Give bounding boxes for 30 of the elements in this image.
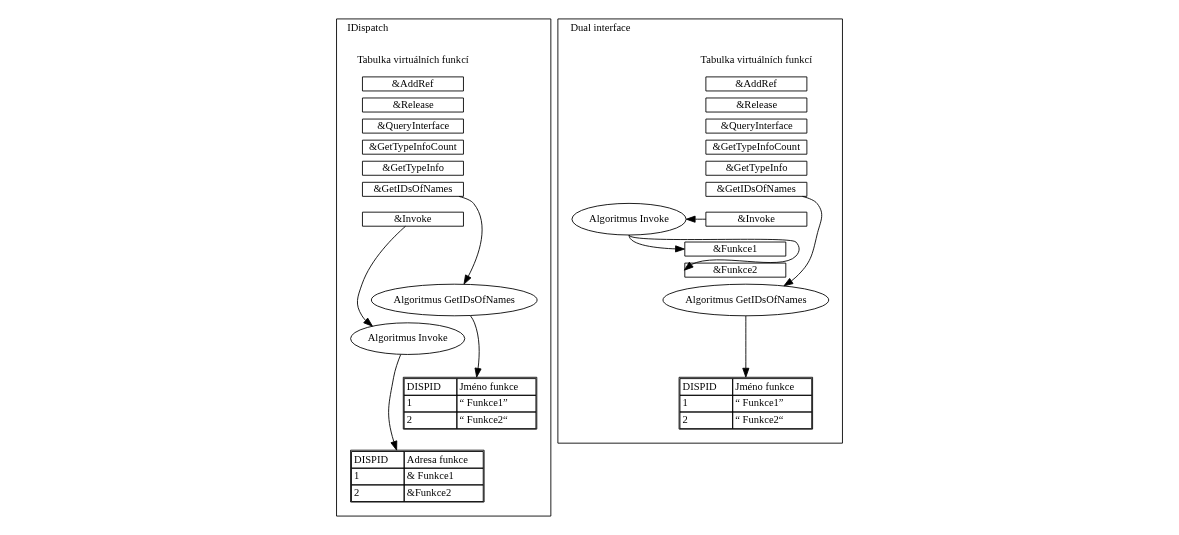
arrow (470, 315, 482, 378)
arrow (685, 215, 707, 223)
node-ellipse: Algoritmus GetIDsOfNames (662, 283, 830, 317)
node-box: &Release (362, 97, 464, 113)
node-box: &GetIDsOfNames (705, 181, 808, 197)
node-ellipse: Algoritmus Invoke (350, 322, 466, 355)
node-box: &GetTypeInfo (362, 160, 464, 176)
node-box: &AddRef (362, 76, 464, 92)
node-box: &GetIDsOfNames (362, 181, 464, 197)
arrow (742, 315, 750, 378)
label: Tabulka virtuálních funkcí (700, 54, 813, 66)
arrow (783, 195, 823, 287)
node-box: &GetTypeInfoCount (362, 139, 464, 155)
label: Tabulka virtuálních funkcí (357, 54, 469, 66)
node-box: &QueryInterface (362, 118, 464, 134)
node-box: &Release (705, 97, 808, 113)
arrow (628, 234, 800, 271)
node-box: &Invoke (705, 211, 808, 227)
arrow (388, 354, 402, 451)
arrow (357, 225, 406, 327)
node-ellipse: Algoritmus GetIDsOfNames (370, 283, 538, 317)
node-ellipse: Algoritmus Invoke (571, 202, 687, 236)
node-box: &Funkce1 (684, 241, 787, 257)
node-box: &Invoke (362, 211, 464, 227)
node-box: &GetTypeInfo (705, 160, 808, 176)
arrow (458, 195, 483, 285)
node-box: &GetTypeInfoCount (705, 139, 808, 155)
node-box: &QueryInterface (705, 118, 808, 134)
arrow (628, 234, 685, 253)
node-box: &AddRef (705, 76, 808, 92)
